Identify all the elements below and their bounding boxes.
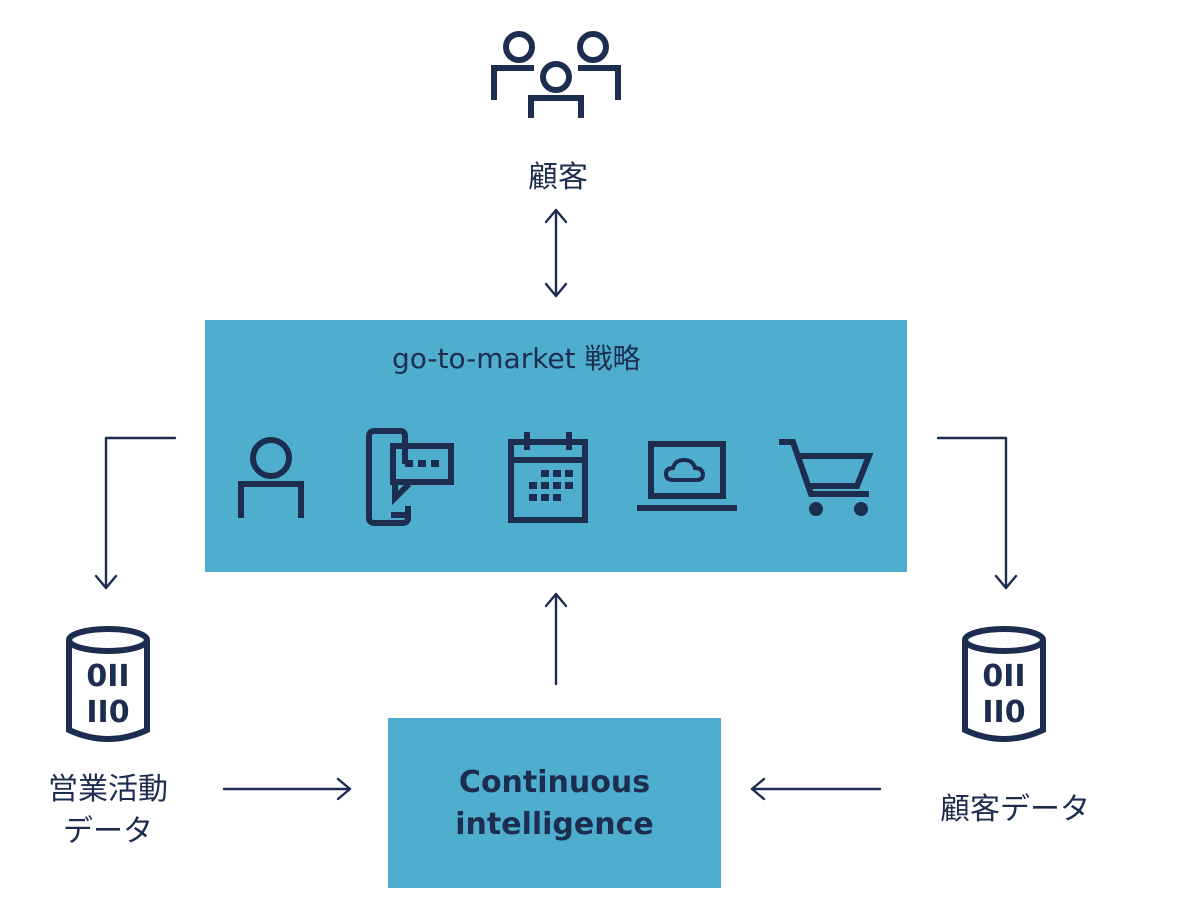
gtm-to-customer-data-arrow bbox=[936, 436, 1018, 590]
ci-to-gtm-arrow bbox=[544, 592, 568, 686]
db-left-row1: 0II bbox=[86, 659, 129, 694]
laptop-cloud-icon bbox=[637, 441, 737, 511]
db-right-row2: II0 bbox=[982, 695, 1025, 730]
ci-title-line2: intelligence bbox=[455, 807, 654, 842]
db-right-row1: 0II bbox=[982, 659, 1025, 694]
customers-gtm-arrow bbox=[544, 208, 568, 298]
mobile-chat-icon bbox=[366, 428, 454, 526]
ci-title-line1: Continuous bbox=[458, 765, 651, 800]
gtm-title: go-to-market 戦略 bbox=[392, 342, 641, 375]
calendar-icon bbox=[508, 432, 588, 523]
sales-data-label-line1: 営業活動 bbox=[48, 772, 168, 807]
customers-group-icon bbox=[491, 31, 621, 118]
gtm-strategy-box: go-to-market 戦略 bbox=[205, 320, 907, 572]
gtm-to-sales-data-arrow bbox=[94, 436, 177, 590]
customers-label: 顧客 bbox=[528, 160, 588, 195]
person-icon bbox=[238, 437, 304, 518]
sales-data-label-line2: データ bbox=[63, 814, 153, 849]
continuous-intelligence-box: Continuous intelligence bbox=[388, 718, 721, 888]
sales-data-to-ci-arrow bbox=[222, 777, 352, 801]
database-icon: 0II II0 bbox=[962, 626, 1046, 742]
shopping-cart-icon bbox=[779, 439, 874, 516]
database-icon: 0II II0 bbox=[66, 626, 150, 742]
customer-data-to-ci-arrow bbox=[750, 777, 882, 801]
db-left-row2: II0 bbox=[86, 695, 129, 730]
customer-data-label: 顧客データ bbox=[940, 792, 1090, 827]
